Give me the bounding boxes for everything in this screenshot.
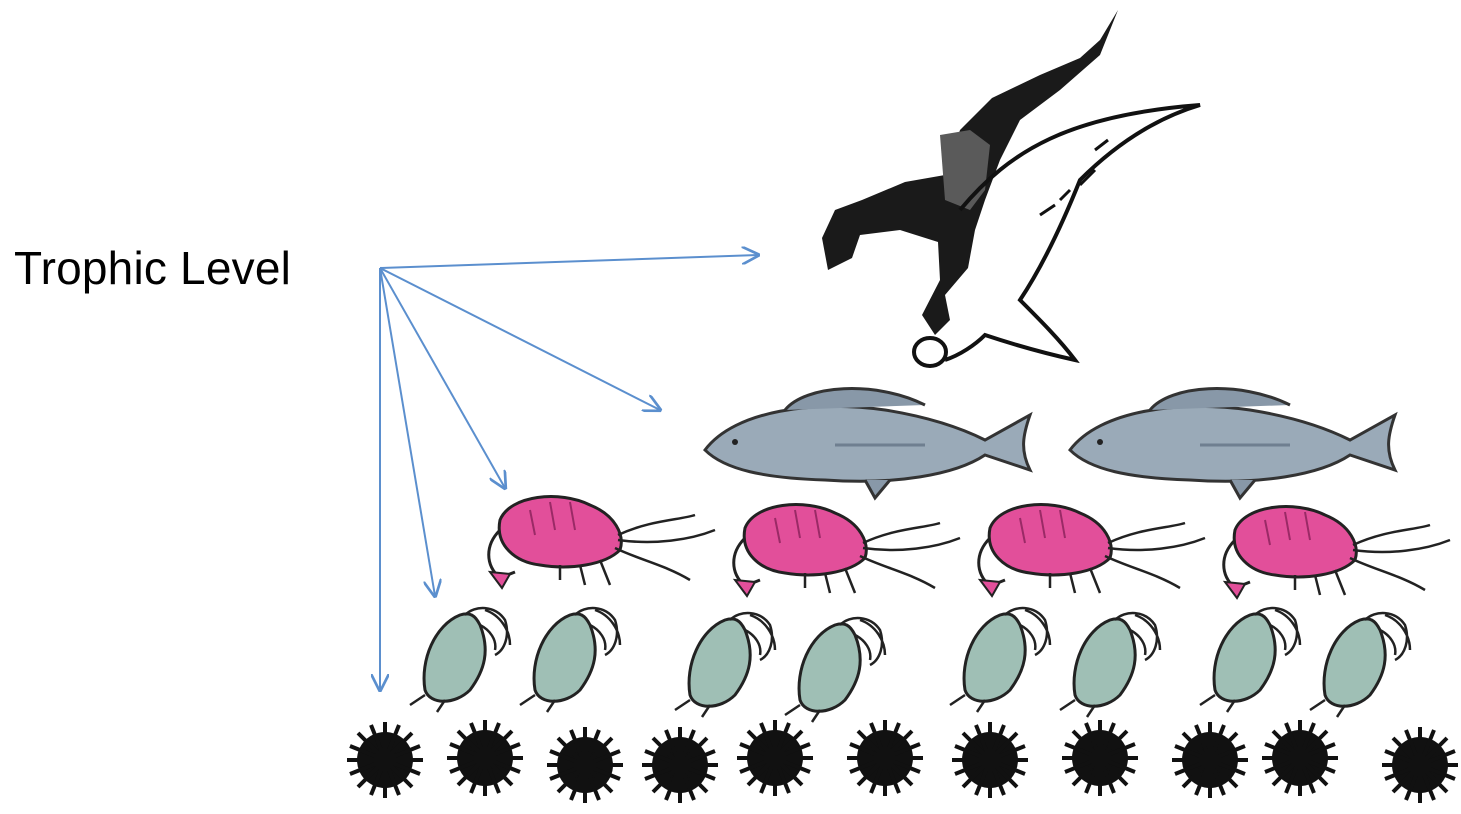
fish-icon <box>1070 389 1395 498</box>
phytoplankton-icon <box>347 722 423 798</box>
phytoplankton-icon <box>642 727 718 803</box>
phytoplankton-icon <box>952 722 1028 798</box>
shrimp-icon <box>734 505 960 596</box>
zooplankton-icon <box>520 608 620 712</box>
zooplankton-icon <box>1200 608 1300 712</box>
zooplankton-icon <box>1060 613 1160 717</box>
phytoplankton-icon <box>1262 720 1338 796</box>
zooplankton-icon <box>1310 613 1410 717</box>
phytoplankton-icon <box>547 727 623 803</box>
arrow-to-fish <box>380 268 660 410</box>
phytoplankton-icon <box>1172 722 1248 798</box>
phytoplankton-icon <box>1382 727 1458 803</box>
phytoplankton-icon <box>847 720 923 796</box>
zooplankton-icon <box>785 618 885 722</box>
zooplankton-icon <box>950 608 1050 712</box>
arrow-to-bird <box>380 255 758 268</box>
zooplankton-icon <box>410 608 510 712</box>
fish-icon <box>705 389 1030 498</box>
shrimp-icon <box>979 505 1205 596</box>
zooplankton-icon <box>675 613 775 717</box>
phytoplankton-icon <box>737 720 813 796</box>
bird-icon <box>822 10 1200 366</box>
phytoplankton-icon <box>1062 720 1138 796</box>
trophic-level-label: Trophic Level <box>14 241 291 295</box>
shrimp-icon <box>1224 507 1450 598</box>
shrimp-icon <box>489 497 715 588</box>
phytoplankton-icon <box>447 720 523 796</box>
